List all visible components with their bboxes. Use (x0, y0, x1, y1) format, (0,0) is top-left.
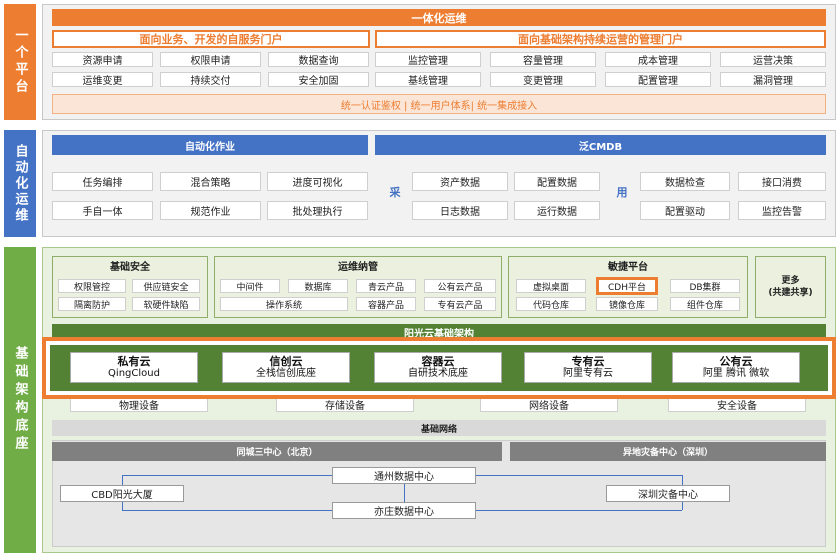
right-item[interactable]: 基线管理 (375, 72, 481, 87)
left-portal-title: 面向业务、开发的自服务门户 (52, 30, 370, 48)
ops-item[interactable]: 数据库 (288, 279, 348, 293)
agile-title: 敏捷平台 (608, 261, 648, 273)
right-item[interactable]: 运营决策 (720, 52, 826, 67)
agile-item-cdh[interactable]: CDH平台 (596, 277, 658, 295)
right-item[interactable]: 容量管理 (490, 52, 596, 67)
cloud-sub: QingCloud (108, 367, 160, 379)
left-item[interactable]: 持续交付 (160, 72, 261, 87)
agile-item[interactable]: 组件仓库 (670, 297, 740, 311)
cloud-title: 公有云 (719, 354, 753, 368)
sidebar-automation-label: 自动化运维 (12, 143, 28, 224)
more-label: 更多 (共建共享) (768, 276, 813, 298)
dc-right-header: 异地灾备中心（深圳） (510, 442, 826, 461)
security-item[interactable]: 软硬件缺陷 (132, 297, 200, 311)
agile-item[interactable]: DB集群 (670, 279, 740, 293)
cloud-sub: 自研技术底座 (408, 367, 468, 379)
right-item[interactable]: 漏洞管理 (720, 72, 826, 87)
sunshine-infra-bar: 阳光云基础架构 (52, 324, 826, 340)
sidebar-infra: 基础架构底座 (4, 247, 36, 553)
cmdb-header: 泛CMDB (375, 135, 826, 155)
sidebar-infra-label: 基础架构底座 (12, 346, 28, 454)
cloud-public[interactable]: 公有云 阿里 腾讯 微软 (672, 352, 800, 383)
security-item[interactable]: 隔离防护 (58, 297, 126, 311)
left-item[interactable]: 运维变更 (52, 72, 153, 87)
dc-link-line (122, 475, 332, 476)
left-item[interactable]: 权限申请 (160, 52, 261, 67)
dc-node-shenzhen[interactable]: 深圳灾备中心 (606, 485, 730, 502)
cmdb-left-item[interactable]: 资产数据 (412, 172, 508, 191)
cloud-title: 私有云 (117, 354, 151, 368)
auto-item[interactable]: 规范作业 (160, 201, 261, 220)
cloud-sub: 全栈信创底座 (256, 367, 316, 379)
sidebar-automation: 自动化运维 (4, 130, 36, 237)
right-item[interactable]: 监控管理 (375, 52, 481, 67)
left-item[interactable]: 安全加固 (268, 72, 369, 87)
automation-header: 自动化作业 (52, 135, 368, 155)
network-header: 基础网络 (52, 420, 826, 436)
right-item[interactable]: 成本管理 (605, 52, 711, 67)
auto-item[interactable]: 混合策略 (160, 172, 261, 191)
agile-item[interactable]: 虚拟桌面 (516, 279, 586, 293)
dc-node-cbd[interactable]: CBD阳光大厦 (60, 485, 184, 502)
sidebar-platform: 一个平台 (4, 4, 36, 120)
cloud-dedicated[interactable]: 专有云 阿里专有云 (524, 352, 652, 383)
left-item[interactable]: 数据查询 (268, 52, 369, 67)
security-item[interactable]: 供应链安全 (132, 279, 200, 293)
ops-item[interactable]: 专有云产品 (424, 297, 496, 311)
unified-auth-bar: 统一认证鉴权 | 统一用户体系| 统一集成接入 (52, 94, 826, 114)
agile-item[interactable]: 镜像仓库 (596, 297, 658, 311)
cloud-container[interactable]: 容器云 自研技术底座 (374, 352, 502, 383)
cloud-private[interactable]: 私有云 QingCloud (70, 352, 198, 383)
ops-header: 一体化运维 (52, 9, 826, 26)
cmdb-right-item[interactable]: 监控告警 (738, 201, 826, 220)
auto-item[interactable]: 批处理执行 (267, 201, 368, 220)
security-item[interactable]: 权限管控 (58, 279, 126, 293)
use-label: 用 (616, 186, 628, 199)
agile-item[interactable]: 代码仓库 (516, 297, 586, 311)
left-item[interactable]: 资源申请 (52, 52, 153, 67)
auto-item[interactable]: 任务编排 (52, 172, 153, 191)
cmdb-right-item[interactable]: 数据检查 (640, 172, 730, 191)
dc-node-yizhuang[interactable]: 亦庄数据中心 (332, 502, 476, 519)
cmdb-left-item[interactable]: 运行数据 (514, 201, 600, 220)
ops-item[interactable]: 操作系统 (220, 297, 348, 311)
security-title: 基础安全 (110, 261, 150, 273)
auto-item[interactable]: 手自一体 (52, 201, 153, 220)
cloud-sub: 阿里 腾讯 微软 (702, 367, 770, 379)
dc-link-line (476, 475, 682, 476)
cloud-sub: 阿里专有云 (563, 367, 613, 379)
right-item[interactable]: 配置管理 (605, 72, 711, 87)
cloud-title: 信创云 (269, 354, 303, 368)
ops-item[interactable]: 中间件 (220, 279, 280, 293)
right-item[interactable]: 变更管理 (490, 72, 596, 87)
right-portal-title: 面向基础架构持续运营的管理门户 (375, 30, 826, 48)
cloud-title: 专有云 (571, 354, 605, 368)
ops-item[interactable]: 容器产品 (356, 297, 416, 311)
cloud-title: 容器云 (421, 354, 455, 368)
ops-title: 运维纳管 (338, 261, 378, 273)
dc-link-line (122, 510, 332, 511)
ops-item[interactable]: 公有云产品 (424, 279, 496, 293)
dc-link-line (476, 510, 682, 511)
sidebar-platform-label: 一个平台 (12, 28, 28, 96)
cmdb-right-item[interactable]: 配置驱动 (640, 201, 730, 220)
dc-node-tongzhou[interactable]: 通州数据中心 (332, 467, 476, 484)
dc-link-line (404, 484, 405, 502)
cloud-xinchuang[interactable]: 信创云 全栈信创底座 (222, 352, 350, 383)
cmdb-left-item[interactable]: 配置数据 (514, 172, 600, 191)
auto-item[interactable]: 进度可视化 (267, 172, 368, 191)
more-group[interactable]: 更多 (共建共享) (755, 256, 826, 318)
cmdb-right-item[interactable]: 接口消费 (738, 172, 826, 191)
dc-left-header: 同城三中心（北京） (52, 442, 502, 461)
ops-item[interactable]: 青云产品 (356, 279, 416, 293)
cmdb-left-item[interactable]: 日志数据 (412, 201, 508, 220)
collect-label: 采 (389, 186, 401, 199)
